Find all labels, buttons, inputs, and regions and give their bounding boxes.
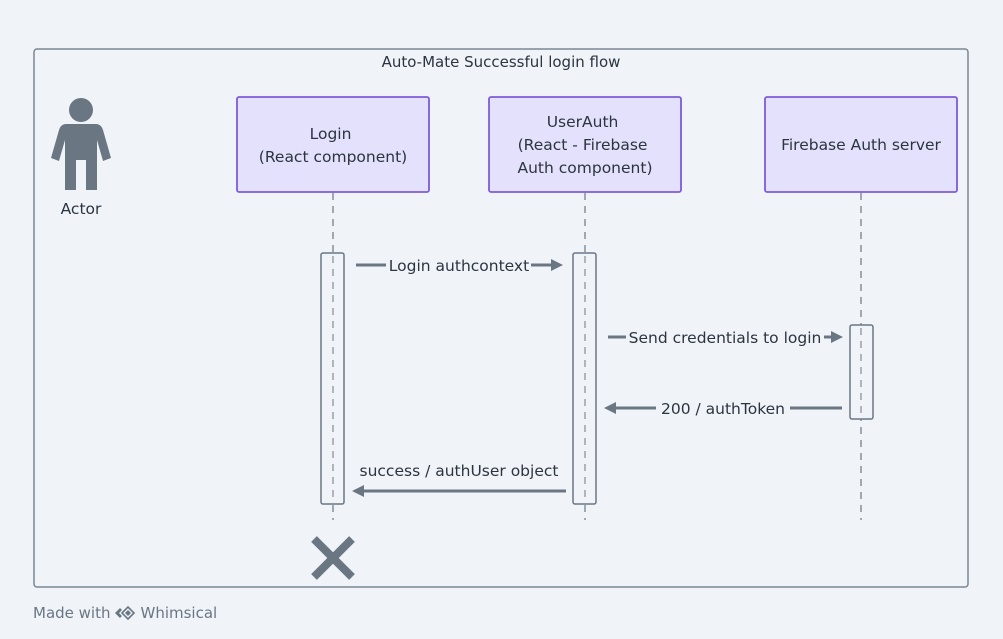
message-auth-token: 200 / authToken — [604, 400, 842, 418]
svg-text:UserAuth (React - Fireba: UserAuth (React - Firebase Auth componen… — [518, 113, 653, 177]
whimsical-logo-icon — [115, 606, 136, 620]
participant-login: Login (React component) — [236, 96, 430, 193]
message-label-auth-token: 200 / authToken — [661, 400, 785, 418]
participant-login-line-1: Login — [310, 125, 352, 143]
frame-title: Auto-Mate Successful login flow — [382, 53, 621, 71]
participant-userauth: UserAuth (React - Firebase Auth componen… — [488, 96, 682, 193]
participant-login-line-2: (React component) — [259, 148, 407, 166]
message-login-authcontext: Login authcontext — [356, 257, 563, 275]
footer-brand[interactable]: Whimsical — [140, 604, 218, 622]
participant-userauth-line-1: UserAuth — [547, 113, 619, 131]
footer-made-with: Made with — [33, 604, 111, 622]
destroy-x-icon — [311, 536, 355, 580]
svg-text:Firebase Auth server: Firebase Auth server — [781, 136, 941, 154]
participant-userauth-line-3: Auth component) — [518, 159, 653, 177]
participant-firebase-auth-server: Firebase Auth server — [764, 96, 958, 193]
svg-text:Login (React component): Login (React component) — [259, 125, 407, 166]
message-label-send-credentials: Send credentials to login — [629, 329, 822, 347]
message-send-credentials: Send credentials to login — [608, 329, 843, 347]
actor-label: Actor — [61, 200, 102, 218]
message-label-login-authcontext: Login authcontext — [389, 257, 529, 275]
participant-userauth-line-2: (React - Firebase — [518, 136, 648, 154]
participant-firebase-line-1: Firebase Auth server — [781, 136, 941, 154]
footer: Made with Whimsical — [33, 604, 217, 622]
message-label-success-authuser: success / authUser object — [360, 462, 559, 480]
actor-icon — [51, 98, 111, 190]
message-success-authuser: success / authUser object — [352, 462, 566, 497]
